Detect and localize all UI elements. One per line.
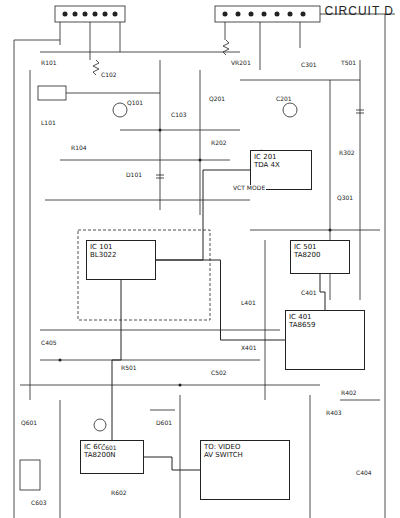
part-label: L401 <box>240 300 257 306</box>
part-label: Q201 <box>208 96 226 102</box>
part-label: Q101 <box>126 100 144 106</box>
ic-block: IC 101BL3022 <box>86 240 156 280</box>
part-label: D601 <box>155 420 173 426</box>
ic-label: IC 501 <box>294 243 346 251</box>
part-label: X401 <box>240 345 258 351</box>
ic-label: AV SWITCH <box>204 451 286 459</box>
part-label: C201 <box>275 96 293 102</box>
ic-block: IC 401TA8659 <box>285 310 365 370</box>
part-label: C601 <box>100 445 118 451</box>
signal-wire <box>112 280 121 440</box>
part-label: C405 <box>40 340 58 346</box>
part-label: T501 <box>340 60 357 66</box>
part-label: C404 <box>355 470 373 476</box>
signal-wire <box>156 170 250 260</box>
part-label: Q301 <box>336 195 354 201</box>
part-label: L101 <box>40 120 57 126</box>
part-label: R302 <box>338 150 356 156</box>
ic-block: IC 501TA8200 <box>290 240 350 274</box>
signal-wire <box>144 457 200 470</box>
part-label: C301 <box>300 62 318 68</box>
part-label: R202 <box>210 140 228 146</box>
part-label: R501 <box>120 365 138 371</box>
part-label: R602 <box>110 490 128 496</box>
part-label: C103 <box>170 112 188 118</box>
ic-label: TDA 4X <box>254 161 308 169</box>
ic-label: TA8659 <box>289 321 361 329</box>
part-label: C401 <box>300 290 318 296</box>
ic-label: IC 201 <box>254 153 308 161</box>
part-label: R104 <box>70 145 88 151</box>
ic-label: TA8200N <box>84 451 140 459</box>
part-label: C502 <box>210 370 228 376</box>
part-label: R403 <box>325 410 343 416</box>
ic-block: TO: VIDEOAV SWITCH <box>200 440 290 500</box>
part-label: C603 <box>30 500 48 506</box>
part-label: R402 <box>340 390 358 396</box>
ic-block: IC 201TDA 4X <box>250 150 312 190</box>
part-label: D101 <box>125 172 143 178</box>
ic-label: BL3022 <box>90 251 152 259</box>
ic-label: IC 101 <box>90 243 152 251</box>
part-label: VR201 <box>230 60 252 66</box>
part-label: VCT MODE <box>232 185 266 191</box>
signal-wire <box>320 274 325 310</box>
ic-label: IC 401 <box>289 313 361 321</box>
ic-label: TA8200 <box>294 251 346 259</box>
signal-wire <box>156 260 285 340</box>
page-title: CIRCUIT D <box>325 4 394 18</box>
part-label: C102 <box>100 72 118 78</box>
ic-label: TO: VIDEO <box>204 443 286 451</box>
part-label: Q601 <box>20 420 38 426</box>
part-label: R101 <box>40 60 58 66</box>
